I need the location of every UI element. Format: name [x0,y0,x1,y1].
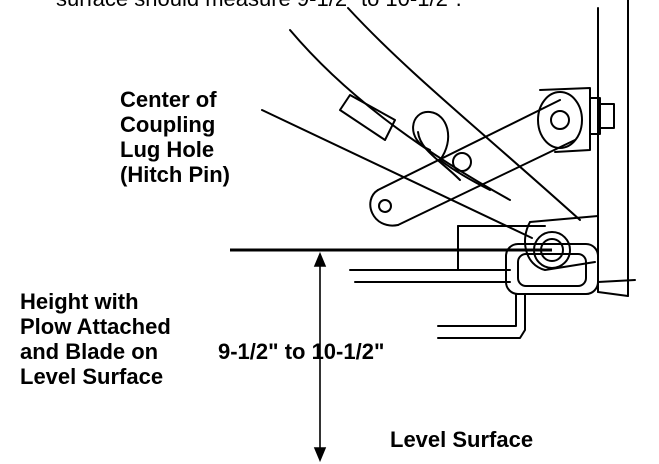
dimension-label: 9-1/2" to 10-1/2" [218,339,385,364]
coupling-hole-label: Center of Coupling Lug Hole (Hitch Pin) [120,87,230,187]
frame-plate [597,0,629,297]
height-note-label: Height with Plow Attached and Blade on L… [20,289,171,389]
plow-rails [349,269,636,283]
instruction-fragment: surface should measure 9-1/2" to 10-1/2"… [56,0,462,12]
coupling-bar [369,99,576,227]
height-dimension-arrow [313,251,327,463]
coupling-leader-line [261,109,533,239]
blade-strut [437,293,526,339]
rear-link [339,94,396,141]
frame-clevis [537,87,615,153]
hitch-pin-clip [412,110,491,191]
level-surface-label: Level Surface [390,427,534,452]
upper-curved-arm [289,7,581,221]
